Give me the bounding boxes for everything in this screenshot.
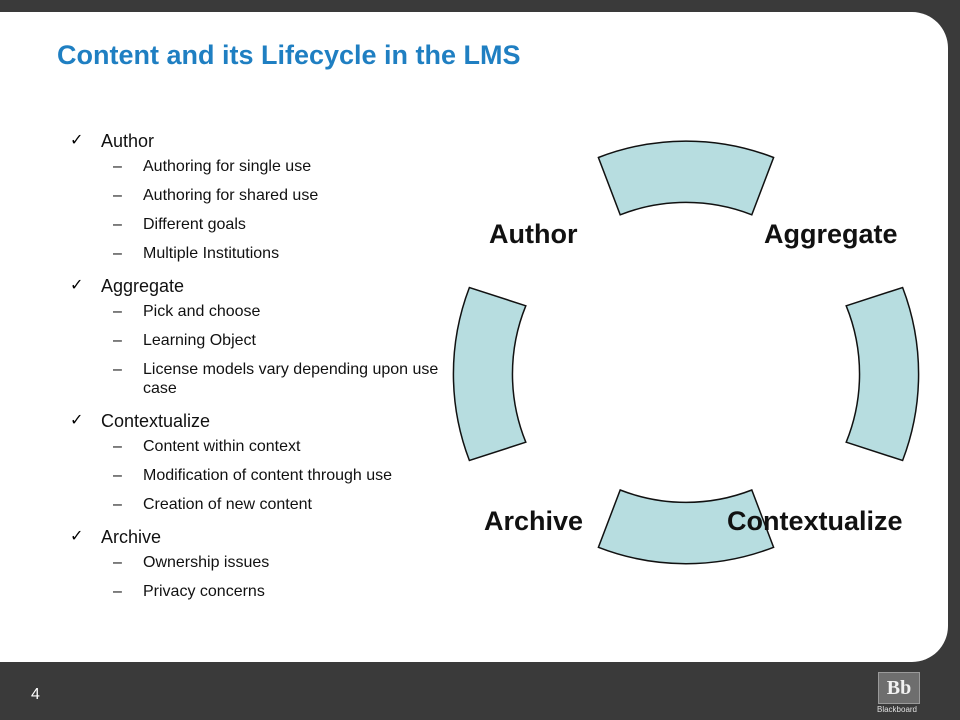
check-mark-icon: ✓ xyxy=(70,412,84,429)
bullet-aggregate: ✓ Aggregate –Pick and choose –Learning O… xyxy=(70,273,450,398)
bullet-author: ✓ Author –Authoring for single use –Auth… xyxy=(70,128,450,263)
sub-bullet: –Privacy concerns xyxy=(113,583,265,600)
sub-bullet: –Learning Object xyxy=(113,332,256,349)
cycle-arc-bottom xyxy=(597,489,775,565)
sub-bullet: –Multiple Institutions xyxy=(113,245,280,262)
bullet-archive: ✓ Archive –Ownership issues –Privacy con… xyxy=(70,524,450,601)
check-mark-icon: ✓ xyxy=(70,528,84,545)
cycle-arc-left xyxy=(452,286,527,462)
bullet-label: Contextualize xyxy=(101,411,211,431)
sub-bullet: –License models vary depending upon use … xyxy=(113,361,439,397)
sub-bullet: –Modification of content through use xyxy=(113,467,393,484)
sub-bullet: –Different goals xyxy=(113,216,246,233)
cycle-arc-top xyxy=(597,140,775,216)
stage-label-contextualize: Contextualize xyxy=(727,506,903,536)
sub-bullet: –Creation of new content xyxy=(113,496,312,513)
blackboard-logo: Bb Blackboard xyxy=(862,668,922,720)
logo-text: Blackboard xyxy=(876,705,918,714)
logo-mark: Bb xyxy=(878,672,920,704)
slide-frame xyxy=(0,0,960,12)
page-number: 4 xyxy=(31,686,40,703)
bullet-list: ✓ Author –Authoring for single use –Auth… xyxy=(70,128,450,611)
check-mark-icon: ✓ xyxy=(70,132,84,149)
slide-title: Content and its Lifecycle in the LMS xyxy=(57,40,521,70)
stage-label-archive: Archive xyxy=(484,506,584,536)
sub-bullet: –Pick and choose xyxy=(113,303,261,320)
bullet-label: Aggregate xyxy=(101,276,185,296)
sub-bullet: –Authoring for single use xyxy=(113,158,312,175)
bullet-label: Archive xyxy=(101,527,162,547)
sub-bullet: –Ownership issues xyxy=(113,554,270,571)
stage-label-aggregate: Aggregate xyxy=(764,219,898,249)
stage-label-author: Author xyxy=(489,219,578,249)
sub-bullet: –Content within context xyxy=(113,438,301,455)
check-mark-icon: ✓ xyxy=(70,277,84,294)
sub-bullet: –Authoring for shared use xyxy=(113,187,319,204)
bullet-label: Author xyxy=(101,131,155,151)
bullet-contextualize: ✓ Contextualize –Content within context … xyxy=(70,408,450,514)
cycle-arc-right xyxy=(845,286,920,462)
